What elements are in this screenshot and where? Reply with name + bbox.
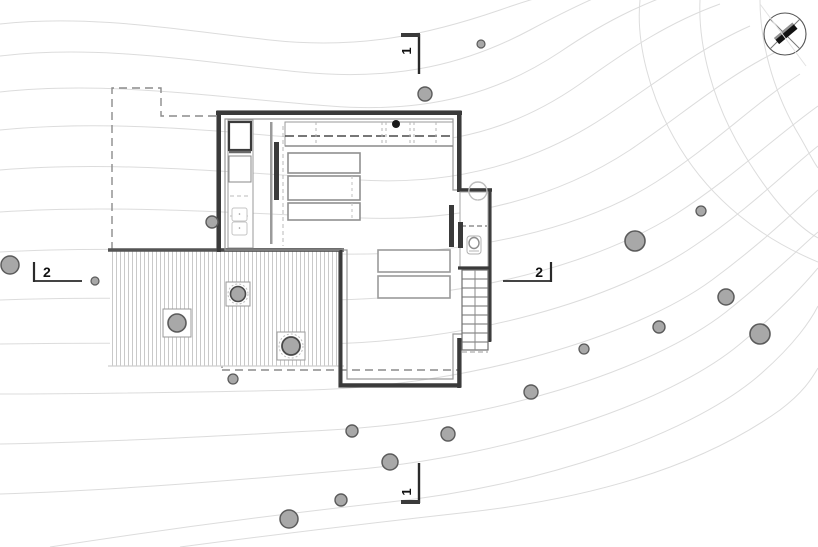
kitchen-living <box>270 120 454 247</box>
bed-lower <box>377 275 451 299</box>
section-label: 1 <box>399 488 414 495</box>
utility-closet <box>227 119 254 249</box>
north-arrow <box>759 3 807 67</box>
tree-well-2 <box>225 281 251 307</box>
bedroom-furniture <box>377 249 451 299</box>
tree-well-1 <box>162 308 192 338</box>
section-label: 1 <box>399 47 414 54</box>
shower-curve <box>468 181 488 201</box>
interior-wall-stub <box>449 205 454 247</box>
tree <box>652 320 666 334</box>
tree <box>476 39 486 49</box>
section-label: 2 <box>43 264 51 280</box>
bath-partition <box>458 222 463 248</box>
stair <box>461 269 489 353</box>
tree <box>749 323 771 345</box>
tree <box>695 205 707 217</box>
section-label: 2 <box>535 264 543 280</box>
bed-upper <box>377 249 451 273</box>
tree <box>624 230 646 252</box>
wc-toilet <box>466 235 482 255</box>
north-needle <box>774 22 798 45</box>
site-trees <box>0 39 771 529</box>
section-marker-bottom-1[interactable]: 1 <box>399 463 421 504</box>
section-marker-top-1[interactable]: 1 <box>399 33 421 74</box>
tree <box>417 86 433 102</box>
tree <box>578 343 590 355</box>
section-marker-right-2[interactable]: 2 <box>503 262 553 282</box>
main-building-walls <box>216 110 492 388</box>
door-leaf <box>274 142 279 200</box>
tree <box>523 384 539 400</box>
deck-tree-wells <box>162 281 306 361</box>
tree-well-3 <box>276 331 306 361</box>
kitchen-counter-upper <box>287 152 361 174</box>
tree <box>381 453 399 471</box>
tree <box>205 215 219 229</box>
deck <box>108 248 344 367</box>
kitchen-island <box>287 202 361 221</box>
tree <box>90 276 100 286</box>
tree <box>279 509 299 529</box>
bathroom <box>458 181 490 270</box>
tree <box>227 373 239 385</box>
kitchen-counter-lower <box>287 175 361 201</box>
tree <box>334 493 348 507</box>
column-dot <box>392 120 400 128</box>
section-marker-left-2[interactable]: 2 <box>32 262 82 282</box>
tree <box>0 255 20 275</box>
tree <box>345 424 359 438</box>
tree <box>440 426 456 442</box>
closet-appliance <box>227 120 253 152</box>
tree <box>717 288 735 306</box>
